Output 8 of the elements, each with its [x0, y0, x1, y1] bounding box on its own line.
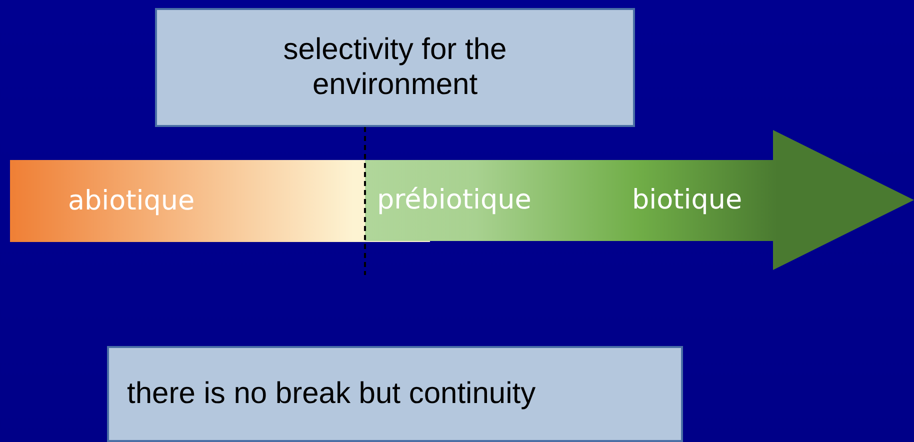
box-text: selectivity for the environment: [282, 33, 508, 102]
stage-label: abiotique: [68, 186, 195, 216]
stage-label: prébiotique: [377, 184, 532, 216]
stage-label: biotique: [632, 184, 742, 216]
box-text: there is no break but continuity: [127, 376, 536, 412]
text-box: [155, 8, 635, 127]
gradient-arrow: [365, 130, 914, 270]
text-box: [107, 346, 683, 442]
